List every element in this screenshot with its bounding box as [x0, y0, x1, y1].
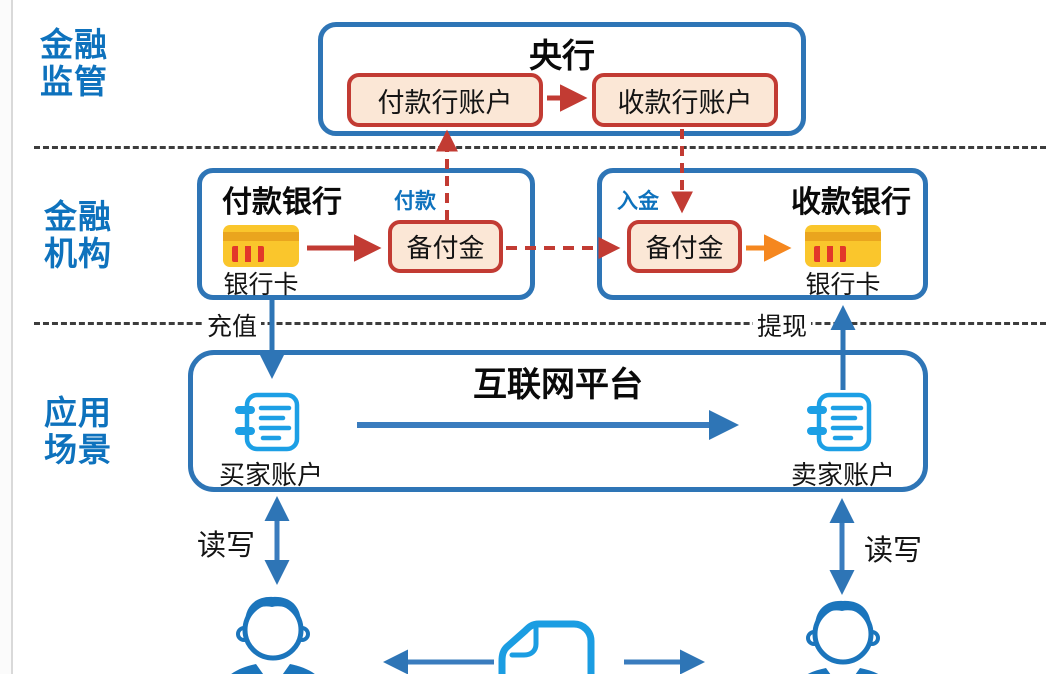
payee-bank-card-label: 银行卡: [805, 271, 881, 299]
bank-card-icon: [223, 225, 299, 267]
central-bank-title: 央行: [529, 37, 595, 74]
payer-bank-card-label: 银行卡: [223, 271, 299, 299]
payer-bank-title: 付款银行: [222, 186, 342, 219]
buyer-account-label: 买家账户: [218, 460, 323, 490]
ledger-icon: [807, 391, 873, 458]
payer-bank-account-box: 付款行账户: [347, 73, 543, 127]
internet-platform-box: 互联网平台 买家账户 卖家账户: [188, 350, 928, 492]
payee-reserve-fund-box: 备付金: [627, 220, 742, 273]
payee-reserve-fund-label: 备付金: [645, 233, 724, 263]
seller-account-label: 卖家账户: [790, 460, 895, 490]
row-label-line: 应用: [44, 394, 112, 431]
row-label-line: 金融: [40, 26, 108, 63]
row-label-line: 金融: [44, 198, 112, 235]
payee-bank-title: 收款银行: [791, 186, 911, 219]
payer-reserve-fund-label: 备付金: [406, 233, 485, 263]
readwrite-left-label: 读写: [197, 530, 256, 562]
page-left-edge: [0, 0, 13, 674]
separator-institution-application: [34, 322, 1046, 325]
row-label-line: 监管: [40, 63, 108, 101]
topup-label: 充值: [203, 307, 262, 343]
central-bank-box: 央行 付款行账户 收款行账户: [318, 22, 806, 136]
payer-bank-account-label: 付款行账户: [377, 87, 513, 118]
bank-card-stripe: [805, 232, 881, 241]
row-label-financial-institution: 金融 机构: [44, 198, 112, 273]
withdraw-label: 提现: [753, 307, 812, 343]
bank-card-icon: [805, 225, 881, 267]
readwrite-right-label: 读写: [864, 535, 923, 567]
internet-platform-title: 互联网平台: [473, 366, 643, 404]
deposit-flow-label: 入金: [617, 190, 659, 213]
row-label-application-scenario: 应用 场景: [44, 394, 112, 469]
row-label-line: 场景: [44, 431, 112, 469]
row-label-financial-regulation: 金融 监管: [40, 26, 108, 101]
payee-bank-account-box: 收款行账户: [592, 73, 778, 127]
payment-flow-label: 付款: [394, 190, 436, 213]
row-label-line: 机构: [44, 235, 112, 273]
separator-regulation-institution: [34, 146, 1046, 149]
payee-bank-account-label: 收款行账户: [617, 87, 753, 118]
bank-card-stripe: [223, 232, 299, 241]
seller-person-icon: [778, 596, 908, 674]
payee-bank-box: 收款银行 入金 备付金 银行卡: [597, 168, 928, 300]
payer-reserve-fund-box: 备付金: [388, 220, 503, 273]
ledger-icon: [235, 391, 301, 458]
buyer-person-icon: [208, 592, 338, 674]
bank-card-chip-bars: [232, 246, 264, 262]
document-icon: [478, 614, 628, 674]
bank-card-chip-bars: [814, 246, 846, 262]
payer-bank-box: 付款银行 付款 银行卡 备付金: [197, 168, 535, 300]
